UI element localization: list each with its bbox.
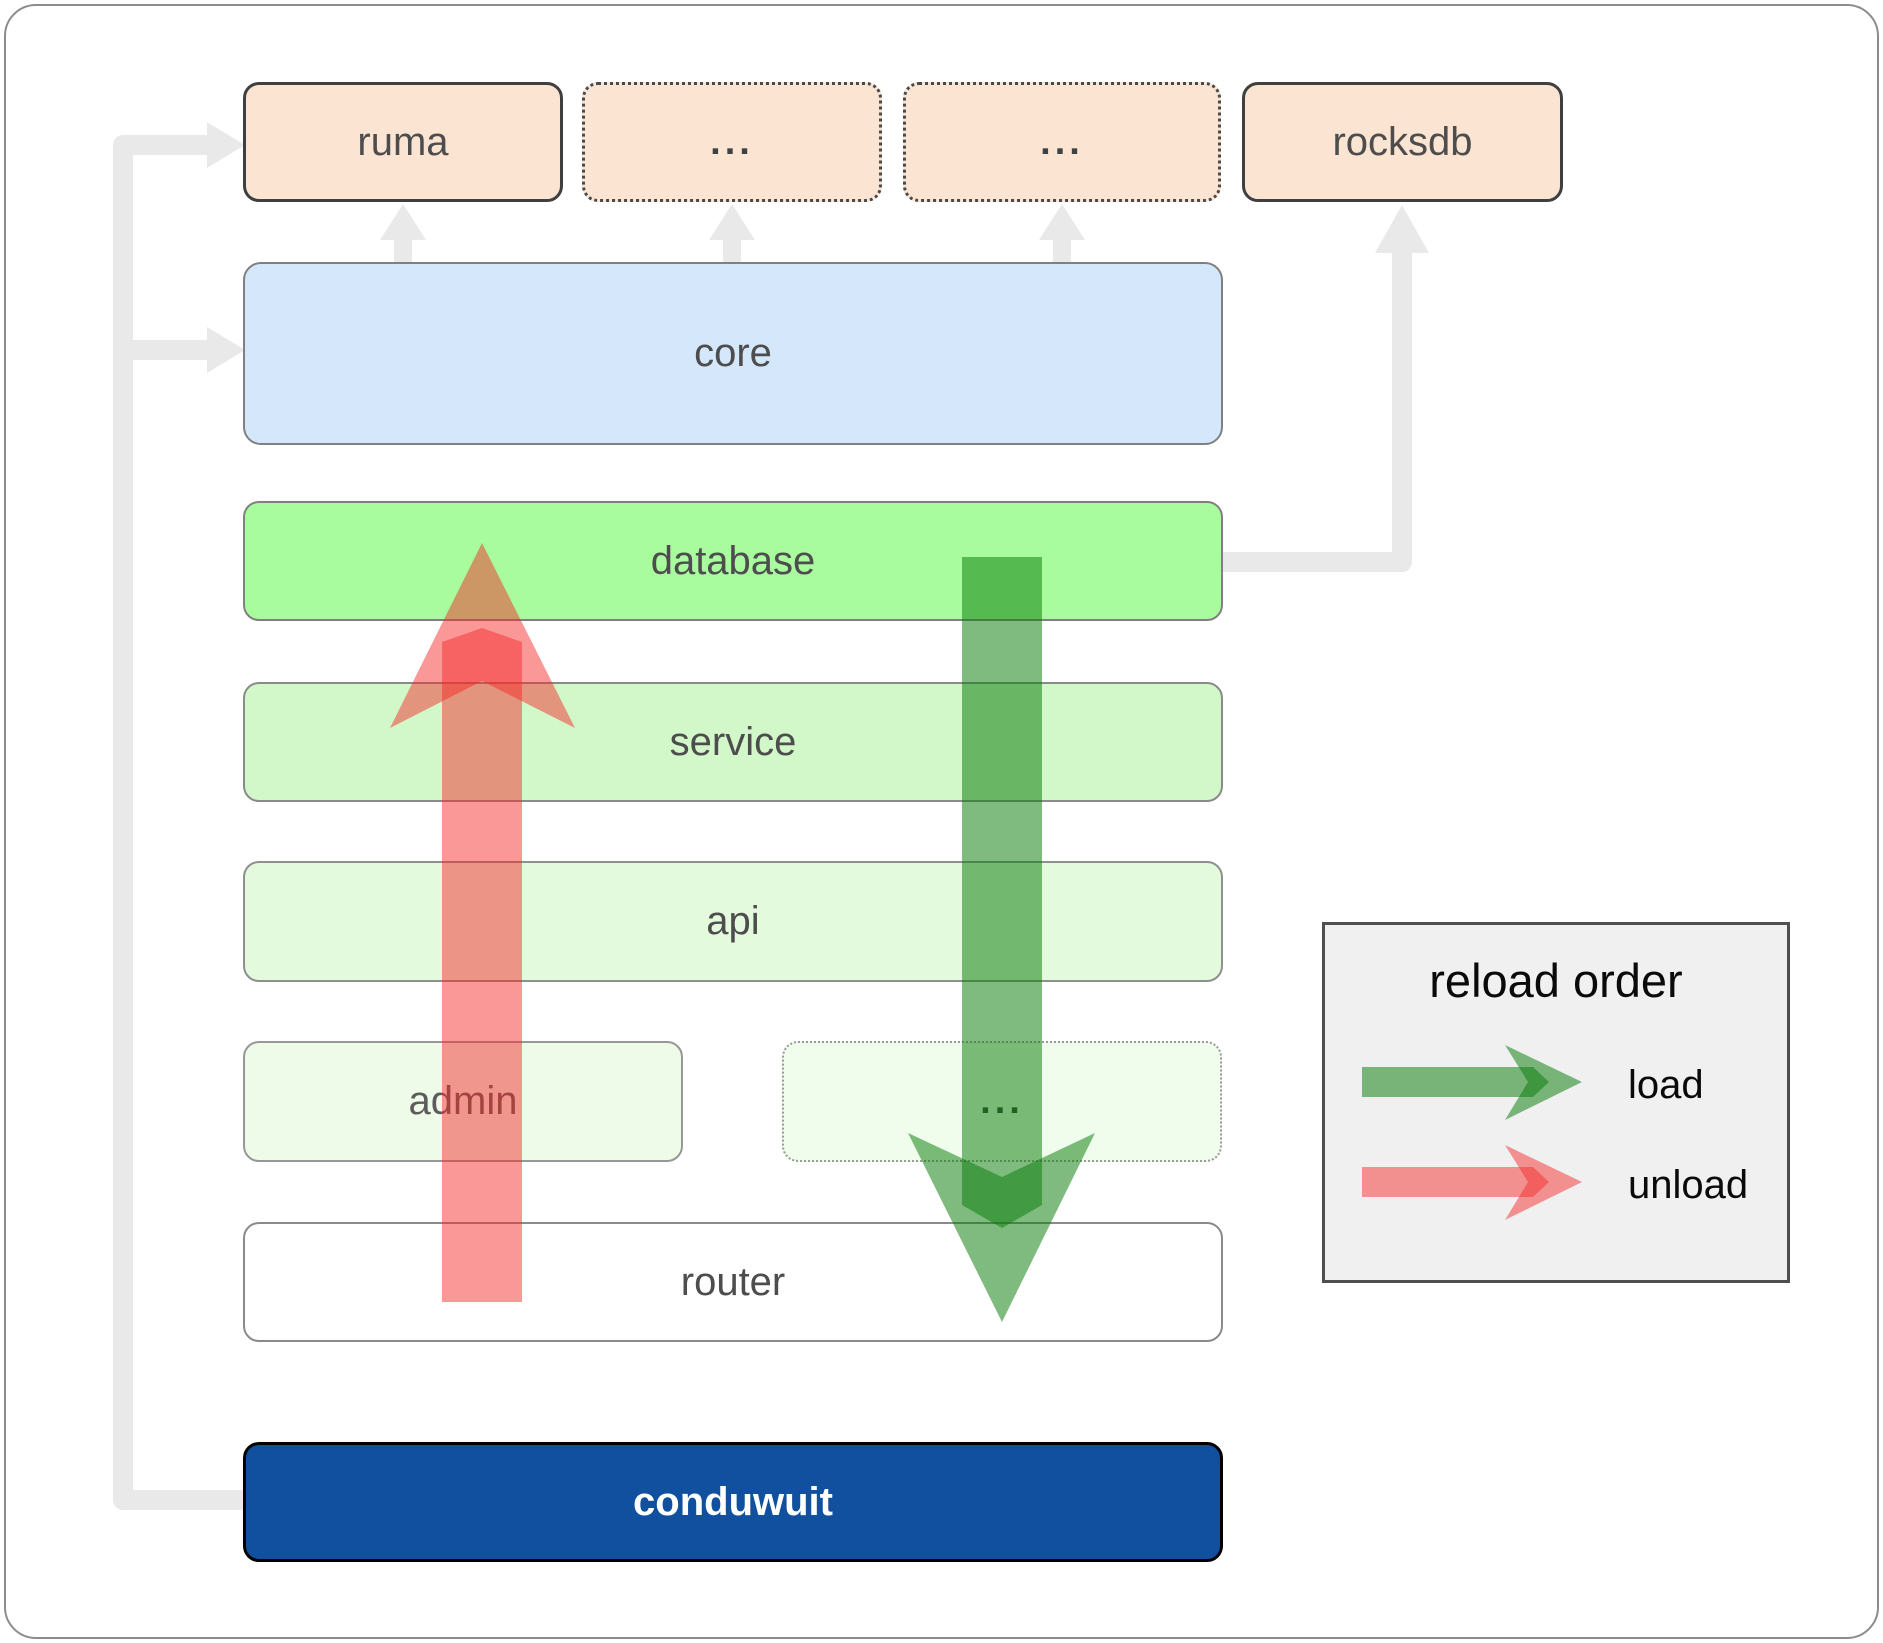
box-api: api — [243, 861, 1223, 982]
box-admin: admin — [243, 1041, 683, 1162]
box-deps-more-1: ... — [582, 82, 882, 202]
box-router-label: router — [680, 1259, 786, 1304]
box-service-label: service — [669, 719, 797, 764]
box-service: service — [243, 682, 1223, 802]
box-ruma: ruma — [243, 82, 563, 202]
legend-load-label: load — [1628, 1063, 1704, 1107]
box-deps-more-1-label: ... — [710, 120, 754, 163]
box-rocksdb-label: rocksdb — [1332, 119, 1473, 164]
box-rocksdb: rocksdb — [1242, 82, 1563, 202]
legend-unload-label: unload — [1628, 1163, 1749, 1207]
box-core-label: core — [694, 331, 772, 375]
box-deps-more-2-label: ... — [1040, 120, 1084, 163]
outer-frame — [4, 4, 1879, 1639]
box-core: core — [243, 262, 1223, 445]
box-database: database — [243, 501, 1223, 621]
box-ruma-label: ruma — [357, 119, 449, 164]
legend: reload order load unload — [1322, 922, 1790, 1283]
box-conduwuit: conduwuit — [243, 1442, 1223, 1562]
box-admin-label: admin — [408, 1079, 518, 1123]
box-database-label: database — [650, 538, 816, 583]
box-api-label: api — [706, 899, 760, 943]
box-router: router — [243, 1222, 1223, 1342]
box-admin-more-label: ... — [980, 1080, 1024, 1122]
box-conduwuit-label: conduwuit — [633, 1479, 833, 1524]
box-admin-more: ... — [782, 1041, 1222, 1162]
legend-title: reload order — [1429, 954, 1683, 1007]
box-deps-more-2: ... — [903, 82, 1221, 202]
